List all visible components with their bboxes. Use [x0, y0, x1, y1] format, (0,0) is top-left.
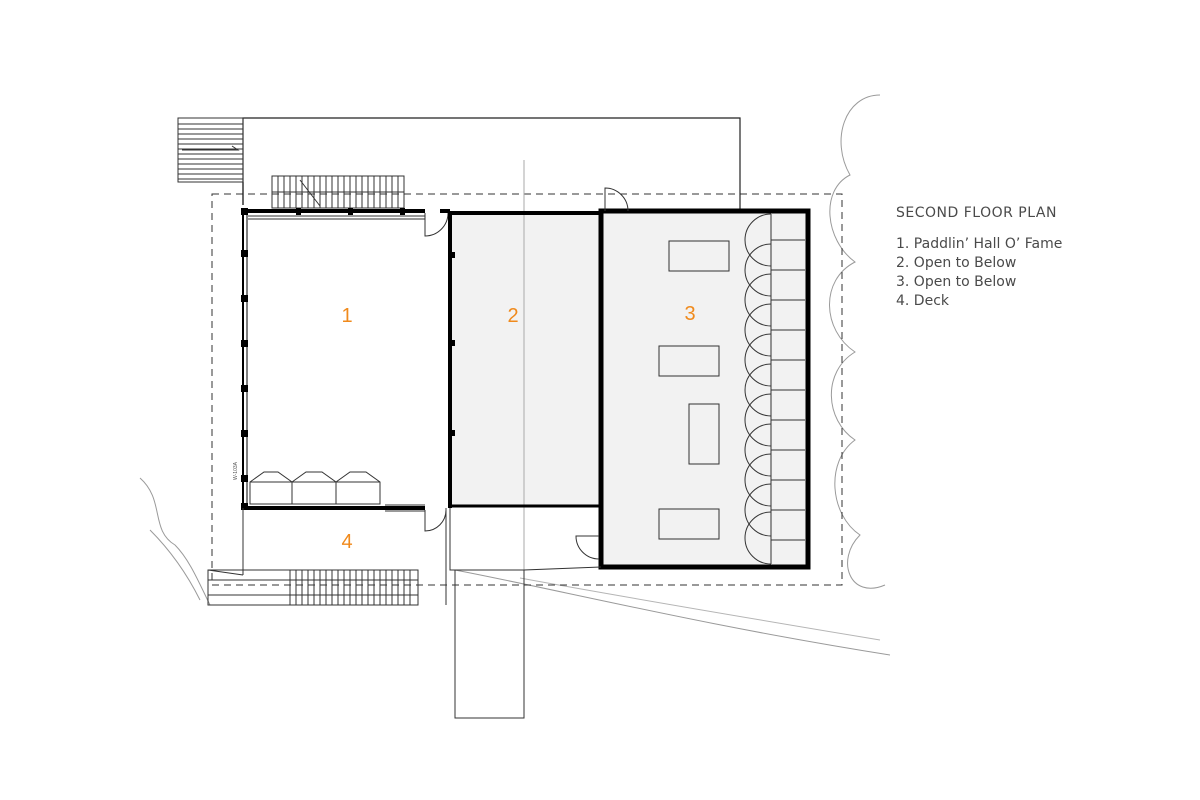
legend-item-1: 1. Paddlin’ Hall O’ Fame: [896, 236, 1063, 252]
room-number-4: 4: [341, 531, 352, 553]
upper-door: [604, 187, 629, 212]
interior-stair-top: [271, 175, 405, 209]
wall-tag: W-103A: [233, 461, 239, 480]
room-2-area: [450, 213, 601, 506]
legend-item-2: 2. Open to Below: [896, 255, 1017, 271]
roof-outline: [211, 193, 843, 586]
boats: [658, 240, 730, 540]
room-number-2: 2: [507, 305, 518, 327]
room-1-doors: [424, 212, 449, 532]
display-cases: [249, 471, 381, 505]
room-1-top-window: [248, 215, 425, 512]
exterior-stair-top: [177, 117, 244, 183]
room-number-1: 1: [341, 305, 352, 327]
room-2-walls: [448, 211, 601, 508]
room-1-window-mullions: [241, 208, 405, 510]
lower-landing: [242, 508, 602, 719]
upper-roof-line: [242, 117, 741, 212]
room-1-walls: [242, 209, 450, 510]
legend-item-3: 3. Open to Below: [896, 274, 1017, 290]
room-number-3: 3: [684, 303, 695, 325]
terrain-lines: [139, 94, 891, 656]
room-3-walls: [598, 208, 811, 570]
deck-stair-bottom: [207, 569, 419, 606]
legend-title: SECOND FLOOR PLAN: [896, 205, 1057, 221]
boat-rack-lines: [744, 213, 805, 565]
room-2-wall-marks: [452, 252, 455, 436]
legend-item-4: 4. Deck: [896, 293, 950, 309]
plan-legend: SECOND FLOOR PLAN 1. Paddlin’ Hall O’ Fa…: [896, 205, 1062, 311]
